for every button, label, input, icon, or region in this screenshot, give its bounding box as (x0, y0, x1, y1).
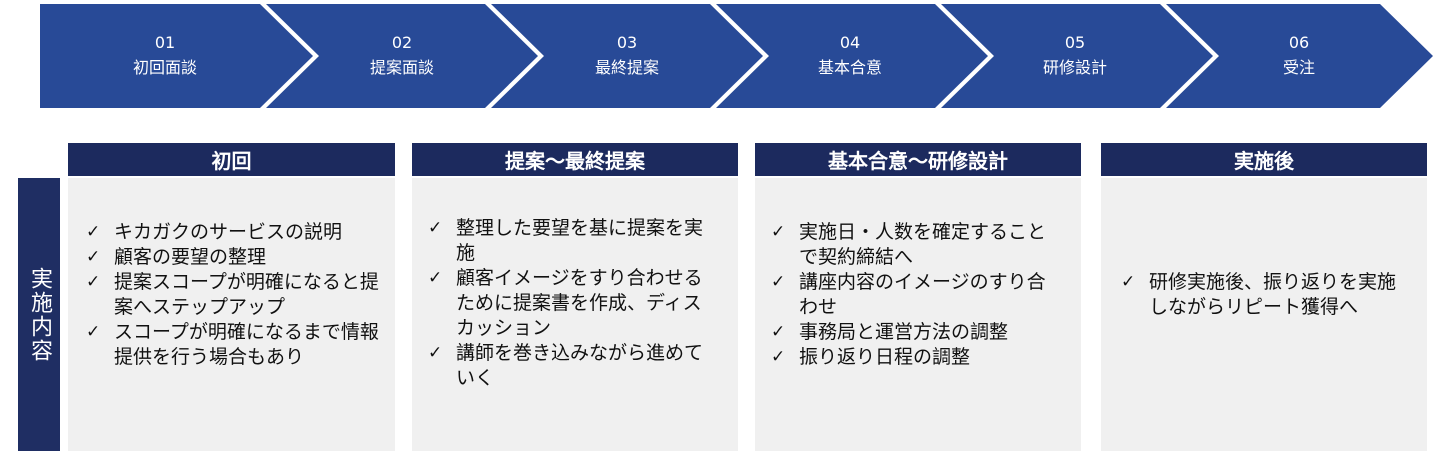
check-icon: ✓ (428, 268, 443, 288)
chevron-shape (1166, 4, 1433, 108)
process-chevrons: 01 初回面談 02 提案面談 03 最終提案 04 基本合意 05 研修設計 … (40, 4, 1433, 108)
column-header-after: 実施後 (1101, 143, 1427, 176)
step-number: 01 (155, 33, 175, 52)
step-number: 02 (392, 33, 412, 52)
check-icon: ✓ (428, 343, 443, 363)
column-panel-proposal: ✓整理した要望を基に提案を実施 ✓顧客イメージをすり合わせるために提案書を作成、… (412, 178, 738, 451)
check-icon: ✓ (1121, 272, 1136, 292)
checklist: ✓整理した要望を基に提案を実施 ✓顧客イメージをすり合わせるために提案書を作成、… (422, 216, 720, 391)
chevron-step-6: 06 受注 (1166, 4, 1433, 108)
step-label: 最終提案 (595, 58, 659, 77)
column-panel-agreement: ✓実施日・人数を確定することで契約締結へ ✓講座内容のイメージのすり合わせ ✓事… (755, 178, 1081, 451)
list-item: ✓キカガクのサービスの説明 (86, 221, 343, 243)
check-icon: ✓ (86, 247, 101, 267)
chevron-step-2: 02 提案面談 (266, 4, 538, 108)
check-icon: ✓ (86, 272, 101, 292)
list-item: ✓顧客イメージをすり合わせるために提案書を作成、ディスカッション (428, 267, 703, 339)
step-label: 提案面談 (370, 58, 434, 77)
check-icon: ✓ (86, 222, 101, 242)
column-title: 提案〜最終提案 (505, 149, 645, 173)
checklist: ✓実施日・人数を確定することで契約締結へ ✓講座内容のイメージのすり合わせ ✓事… (765, 220, 1063, 370)
column-header-proposal: 提案〜最終提案 (412, 143, 738, 176)
check-icon: ✓ (771, 322, 786, 342)
list-item: ✓振り返り日程の調整 (771, 346, 971, 368)
list-item: ✓提案スコープが明確になると提案へステップアップ (86, 271, 379, 318)
side-label-implementation: 実施内容 (18, 178, 60, 451)
column-panel-initial: ✓キカガクのサービスの説明 ✓顧客の要望の整理 ✓提案スコープが明確になると提案… (68, 178, 395, 451)
column-title: 実施後 (1234, 149, 1294, 173)
chevron-shape (266, 4, 538, 108)
checklist: ✓研修実施後、振り返りを実施しながらリピート獲得へ (1115, 270, 1413, 320)
list-item: ✓実施日・人数を確定することで契約締結へ (771, 221, 1047, 268)
chevron-step-4: 04 基本合意 (716, 4, 988, 108)
step-number: 03 (617, 33, 637, 52)
step-label: 初回面談 (133, 58, 197, 77)
column-title: 初回 (211, 149, 252, 173)
check-icon: ✓ (771, 272, 786, 292)
column-title: 基本合意〜研修設計 (828, 149, 1008, 173)
list-item: ✓研修実施後、振り返りを実施しながらリピート獲得へ (1121, 271, 1397, 318)
column-header-initial: 初回 (68, 143, 395, 176)
check-icon: ✓ (86, 322, 101, 342)
step-number: 04 (840, 33, 860, 52)
column-panel-after: ✓研修実施後、振り返りを実施しながらリピート獲得へ (1101, 178, 1427, 451)
list-item: ✓講座内容のイメージのすり合わせ (771, 271, 1046, 318)
step-number: 06 (1289, 33, 1309, 52)
chevron-step-5: 05 研修設計 (941, 4, 1213, 108)
list-item: ✓講師を巻き込みながら進めていく (428, 342, 704, 389)
list-item: ✓整理した要望を基に提案を実施 (428, 217, 704, 264)
chevron-step-3: 03 最終提案 (491, 4, 763, 108)
step-label: 基本合意 (818, 58, 882, 77)
step-label: 研修設計 (1043, 58, 1107, 77)
list-item: ✓顧客の要望の整理 (86, 246, 267, 268)
list-item: ✓事務局と運営方法の調整 (771, 321, 1009, 343)
checklist: ✓キカガクのサービスの説明 ✓顧客の要望の整理 ✓提案スコープが明確になると提案… (80, 220, 379, 370)
check-icon: ✓ (771, 222, 786, 242)
step-number: 05 (1065, 33, 1085, 52)
chevron-step-1: 01 初回面談 (40, 4, 313, 108)
chevron-shape (716, 4, 988, 108)
chevron-shape (40, 4, 313, 108)
step-label: 受注 (1283, 58, 1315, 77)
chevron-shape (941, 4, 1213, 108)
check-icon: ✓ (771, 347, 786, 367)
list-item: ✓スコープが明確になるまで情報提供を行う場合もあり (86, 321, 379, 368)
side-label-text: 実施内容 (27, 266, 52, 363)
chevron-shape (491, 4, 763, 108)
check-icon: ✓ (428, 218, 443, 238)
column-header-agreement: 基本合意〜研修設計 (755, 143, 1081, 176)
